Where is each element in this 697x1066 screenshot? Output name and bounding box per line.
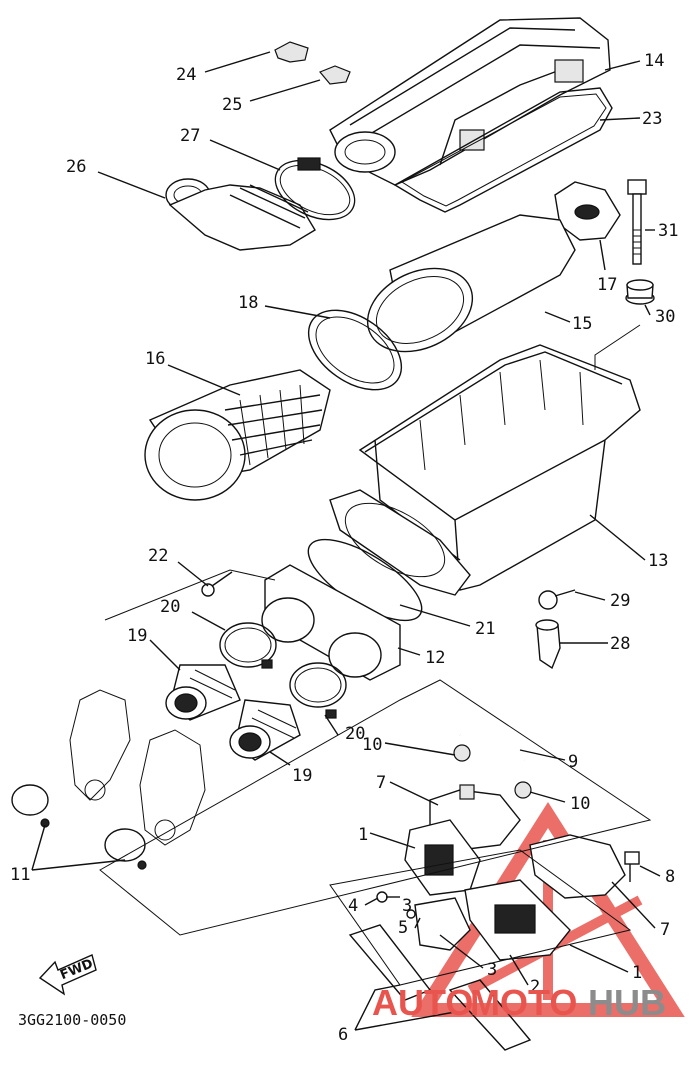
label-26: 26 [66, 157, 86, 177]
label-12: 12 [425, 648, 445, 668]
label-1-upper: 1 [358, 825, 368, 845]
part-4-screw [376, 891, 400, 903]
part-16-filter-cage [144, 369, 331, 501]
part-28-drain-fitting [535, 619, 561, 670]
label-28: 28 [610, 634, 630, 654]
label-14: 14 [644, 51, 664, 71]
label-17: 17 [597, 275, 617, 295]
label-3: 3 [487, 960, 497, 980]
fwd-arrow-icon: FWD [38, 954, 97, 996]
label-3-upper: 3 [402, 896, 412, 916]
leader-lines [31, 51, 661, 1031]
part-11-clamp-right [104, 828, 147, 870]
assembly-boundary-lines [99, 324, 652, 986]
label-22: 22 [148, 546, 168, 566]
part-25-clip [319, 65, 351, 85]
label-19-lower: 19 [292, 766, 312, 786]
part-22-screw [201, 571, 233, 597]
part-labels: 24 25 27 26 14 23 17 31 30 15 18 16 13 2… [10, 51, 678, 1045]
watermark-hub: HUB [588, 982, 666, 1023]
label-23: 23 [642, 109, 662, 129]
part-23-gasket [393, 87, 613, 213]
carburetor-outline [69, 689, 206, 846]
label-8: 8 [665, 867, 675, 887]
label-11: 11 [10, 865, 30, 885]
label-31: 31 [658, 221, 678, 241]
label-9: 9 [568, 752, 578, 772]
part-27-band-clamp [274, 157, 356, 221]
label-1-lower: 1 [632, 963, 642, 983]
part-11-clamp-left [11, 784, 50, 828]
label-24: 24 [176, 65, 196, 85]
label-16: 16 [145, 349, 165, 369]
label-25: 25 [222, 95, 242, 115]
label-7-lower: 7 [660, 920, 670, 940]
label-10-upper: 10 [362, 735, 382, 755]
part-3-reed [414, 897, 471, 951]
label-19-upper: 19 [127, 626, 147, 646]
part-26-intake-boot [165, 178, 316, 251]
label-10-lower: 10 [570, 794, 590, 814]
part-19-joint-upper [165, 664, 241, 721]
part-14-intake-duct [329, 17, 611, 186]
part-12-joint [261, 564, 401, 681]
label-2: 2 [530, 977, 540, 997]
label-29: 29 [610, 591, 630, 611]
watermark-text: AUTO MOTO HUB [372, 982, 666, 1023]
label-13: 13 [648, 551, 668, 571]
label-7-upper: 7 [376, 773, 386, 793]
part-5-screw [406, 909, 416, 919]
label-21: 21 [475, 619, 495, 639]
part-19-joint-lower [229, 699, 301, 761]
diagram-code: 3GG2100-0050 [18, 1011, 126, 1029]
part-29-clip [538, 589, 576, 610]
watermark-auto: AUTO [372, 982, 473, 1023]
part-8-bolt [624, 851, 640, 882]
part-6-gasket-right [448, 979, 532, 1051]
label-5: 5 [398, 918, 408, 938]
part-13-air-box [329, 344, 641, 596]
part-31-bolt [627, 179, 647, 265]
part-20-clamp-upper [219, 622, 277, 669]
label-4: 4 [348, 896, 358, 916]
part-24-clip [274, 41, 309, 63]
part-18-ring [307, 309, 403, 391]
part-10-clip-upper [453, 744, 471, 762]
label-6: 6 [338, 1025, 348, 1045]
part-20-clamp-lower [289, 662, 347, 719]
label-27: 27 [180, 126, 200, 146]
part-2-reed-plate [464, 879, 571, 961]
part-6-gasket-left [348, 924, 432, 1001]
label-20-upper: 20 [160, 597, 180, 617]
part-30-grommet [625, 279, 655, 305]
part-9-hose [454, 706, 528, 761]
label-18: 18 [238, 293, 258, 313]
label-20-lower: 20 [345, 724, 365, 744]
part-15-filter-element [366, 214, 576, 353]
label-30: 30 [655, 307, 675, 327]
watermark-moto: MOTO [470, 982, 577, 1023]
label-15: 15 [572, 314, 592, 334]
part-10-clip-lower [514, 781, 532, 799]
